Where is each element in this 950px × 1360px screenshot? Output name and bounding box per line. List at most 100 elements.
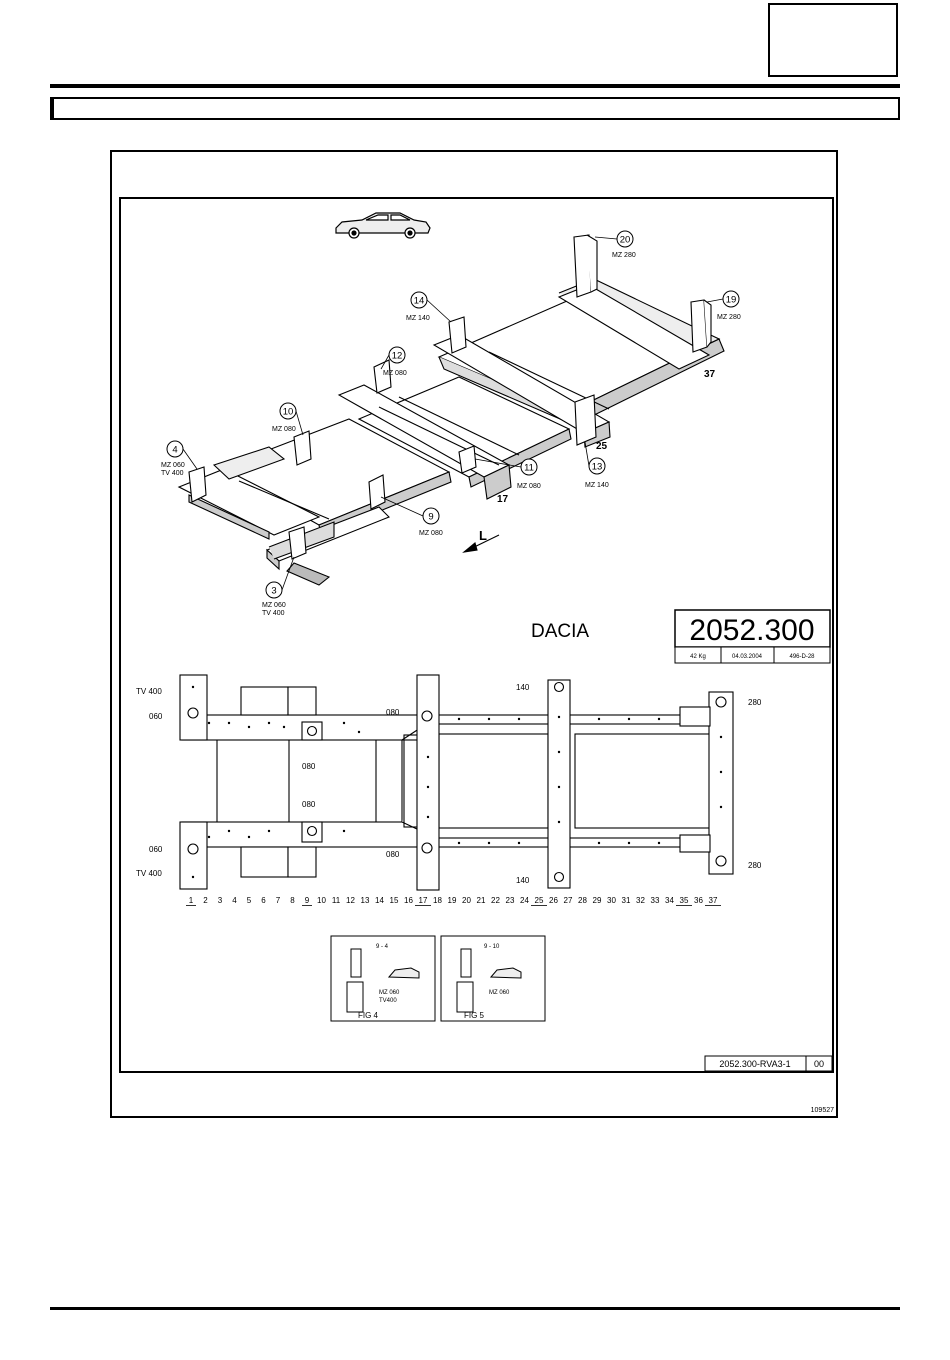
scale-number: 15 [390,896,399,905]
drawing-frame [119,197,834,1073]
scale-number: 13 [361,896,370,905]
scale-number: 21 [477,896,486,905]
bench-isometric [177,234,725,586]
info-date: 04.03.2004 [732,654,763,660]
svg-text:14: 14 [414,296,425,307]
label-080-mid-top: 080 [302,762,316,771]
svg-text:MZ 060: MZ 060 [161,462,185,469]
scale-number: 4 [232,896,237,905]
callout-14: 14 MZ 140 [406,291,430,322]
title-block: 2052.300 42 Kg 04.03.2004 496-D-28 [674,609,831,664]
scale-number: 36 [694,896,703,905]
scale-number: 34 [665,896,674,905]
fig4-label-1: MZ 060 [379,990,400,996]
svg-text:MZ 060: MZ 060 [262,602,286,609]
revision: 00 [814,1059,824,1069]
scale-number: 12 [346,896,355,905]
frame-marks: 37 25 17 [497,369,716,505]
fig4-caption: FIG 4 [358,1011,379,1020]
svg-text:MZ 080: MZ 080 [383,370,407,377]
scale-number: 14 [375,896,384,905]
scale-number: 6 [261,896,266,905]
svg-text:MZ 280: MZ 280 [612,252,636,259]
label-060-bottom: 060 [149,845,163,854]
tool-number: 2052.300 [689,614,814,647]
label-060-top: 060 [149,712,163,721]
reference-box: 2052.300-RVA3-1 00 [704,1055,833,1072]
plan-labels: TV 400 060 060 TV 400 080 080 080 080 14… [136,683,762,885]
label-280-bottom: 280 [748,861,762,870]
svg-text:TV 400: TV 400 [161,470,184,477]
label-080-col17-top: 080 [386,708,400,717]
scale-number: 19 [448,896,457,905]
scale-number: 18 [433,896,442,905]
fig4-range: 9 - 4 [376,944,389,950]
scale-number: 26 [549,896,558,905]
scale-number: 28 [578,896,587,905]
svg-text:MZ 140: MZ 140 [585,482,609,489]
scale-number: 17 [419,896,428,905]
scale-number: 35 [680,896,689,905]
label-tv400-bottom: TV 400 [136,869,162,878]
fig5-panel: 9 - 10 MZ 060 FIG 5 [440,935,546,1022]
figure-frame [110,150,838,1118]
scale-number: 20 [462,896,471,905]
svg-text:12: 12 [392,351,403,362]
svg-text:9: 9 [428,512,433,523]
label-140-bottom: 140 [516,876,530,885]
svg-text:MZ 280: MZ 280 [717,314,741,321]
bench-diagram: L 20 MZ 280 19 MZ 280 14 MZ 140 12 MZ 08… [136,212,834,1114]
scale-number: 2 [203,896,208,905]
fig5-range: 9 - 10 [484,944,500,950]
svg-text:37: 37 [704,369,716,380]
scale-number: 23 [506,896,515,905]
svg-text:25: 25 [596,441,608,452]
car-icon [335,212,431,239]
direction-mark: L [479,528,487,543]
callout-3: 3 MZ 060 TV 400 [262,581,286,617]
svg-text:MZ 080: MZ 080 [419,530,443,537]
callout-9: 9 MZ 080 [419,507,443,537]
scale-number: 16 [404,896,413,905]
scale-number: 5 [247,896,252,905]
fig5-caption: FIG 5 [464,1011,485,1020]
fig4-panel: 9 - 4 MZ 060 TV400 FIG 4 [330,935,436,1022]
info-weight: 42 Kg [690,654,706,660]
page-number-box [768,3,898,77]
image-id: 109527 [811,1107,834,1114]
svg-text:10: 10 [283,407,294,418]
scale-number: 37 [709,896,718,905]
fig5-label-1: MZ 060 [489,990,510,996]
callout-13: 13 MZ 140 [585,457,609,489]
label-280-top: 280 [748,698,762,707]
scale-number: 1 [189,896,194,905]
brand-label: DACIA [531,621,589,642]
scale-number: 30 [607,896,616,905]
svg-text:11: 11 [524,463,534,474]
svg-text:MZ 080: MZ 080 [272,426,296,433]
label-080-mid-bottom: 080 [302,800,316,809]
svg-text:3: 3 [271,586,276,597]
scale-number: 33 [651,896,660,905]
label-080-col17-bottom: 080 [386,850,400,859]
label-tv400-top: TV 400 [136,687,162,696]
scale-number: 32 [636,896,645,905]
scale-number: 22 [491,896,500,905]
svg-text:13: 13 [592,462,603,473]
scale-number: 29 [593,896,602,905]
callouts: 20 MZ 280 19 MZ 280 14 MZ 140 12 MZ 080 … [161,230,741,617]
scale-number: 24 [520,896,529,905]
svg-text:19: 19 [726,295,737,306]
scale-number: 31 [622,896,631,905]
callout-19: 19 MZ 280 [717,290,741,321]
label-140-top: 140 [516,683,530,692]
svg-text:MZ 140: MZ 140 [406,315,430,322]
callout-20: 20 MZ 280 [612,230,636,259]
scale-number: 10 [317,896,326,905]
svg-text:MZ 080: MZ 080 [517,483,541,490]
svg-text:20: 20 [620,235,631,246]
scale-number: 7 [276,896,281,905]
scale-number: 3 [218,896,223,905]
header-rule [50,84,900,88]
svg-text:4: 4 [172,445,177,456]
